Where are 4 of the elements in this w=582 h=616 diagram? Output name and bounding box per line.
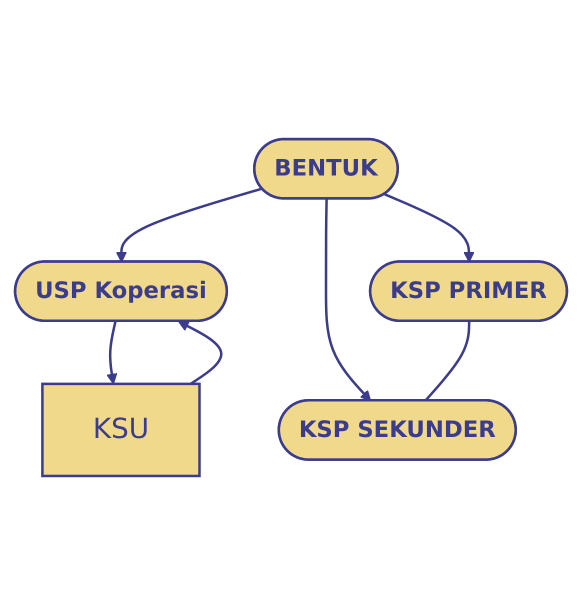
arrow — [178, 321, 222, 386]
arrow — [324, 199, 372, 402]
node-box: KSU — [41, 383, 201, 478]
arrow — [106, 322, 118, 385]
